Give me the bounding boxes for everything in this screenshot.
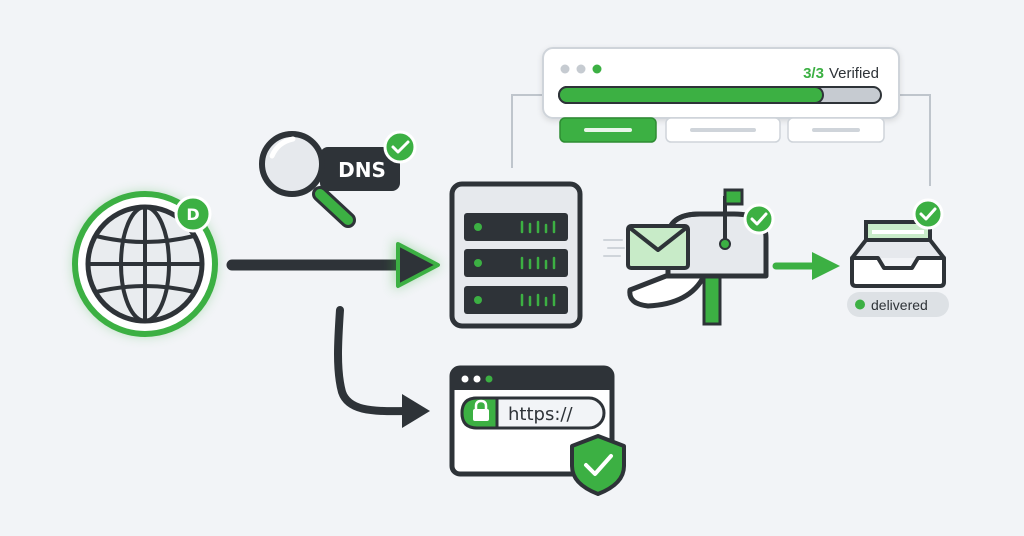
verification-label: Verified [829, 65, 879, 82]
check-badge-icon [912, 198, 944, 230]
domain-badge: D [174, 195, 212, 233]
window-dot [473, 375, 481, 383]
window-dot [560, 64, 570, 74]
magnifier-icon [312, 186, 356, 228]
progress-fill [558, 86, 824, 104]
envelope-icon [626, 224, 690, 270]
url-bar[interactable]: https:// [460, 396, 606, 430]
inbox-tray-icon [850, 220, 946, 288]
arrow-icon [334, 306, 430, 428]
window-dot [592, 64, 602, 74]
dns-label: DNS [338, 158, 386, 182]
window-dot [576, 64, 586, 74]
server-icon [449, 181, 583, 329]
delivered-pill: delivered [847, 292, 949, 317]
arrow-icon [226, 240, 442, 290]
dns-tag: DNS [320, 147, 400, 191]
verification-tabs [559, 117, 885, 143]
delivery-status: delivered [871, 297, 928, 313]
verification-status: 3/3 Verified [803, 65, 879, 82]
shield-check-icon [570, 434, 626, 496]
bracket-connector [511, 94, 931, 186]
motion-lines [603, 239, 625, 257]
check-badge-icon [743, 203, 775, 235]
window-dot [485, 375, 493, 383]
verification-count: 3/3 [803, 65, 824, 82]
arrow-icon [772, 252, 840, 280]
domain-badge-letter: D [186, 205, 199, 224]
magnifier-lens [259, 131, 325, 197]
padlock-icon [473, 399, 489, 421]
window-dot [461, 375, 469, 383]
url-text: https:// [508, 404, 573, 425]
check-badge-icon [383, 130, 417, 164]
verification-panel: 3/3 Verified [542, 47, 900, 119]
